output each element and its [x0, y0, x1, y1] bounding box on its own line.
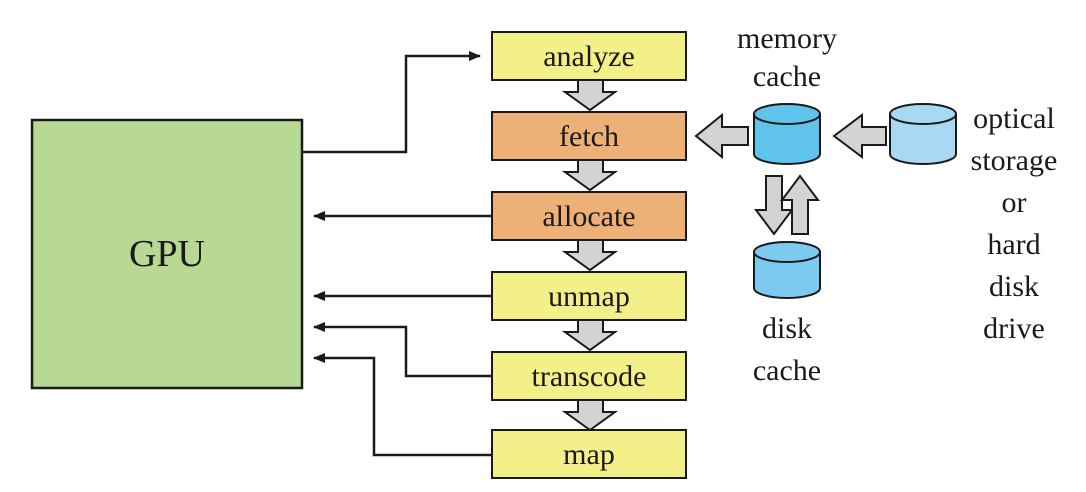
disk-cache-cylinder-icon	[753, 241, 821, 299]
stage-label: unmap	[548, 280, 630, 313]
left-arrow-to-fetch	[694, 112, 749, 160]
gpu-block: GPU	[30, 118, 304, 390]
svg-text:cache: cache	[753, 60, 821, 93]
gpu-box	[30, 118, 304, 390]
stage-label: map	[563, 438, 615, 471]
drive-label: optical storage or hard disk drive	[971, 102, 1058, 345]
connector-map-to-gpu	[313, 353, 492, 457]
svg-text:or: or	[1002, 186, 1027, 219]
stage-map: map	[491, 429, 687, 479]
stage-label: analyze	[543, 40, 635, 73]
up-arrow-disk-to-memory	[780, 174, 820, 235]
down-arrow-3	[561, 239, 619, 272]
svg-text:cache: cache	[753, 354, 821, 387]
memory-cache-cylinder-icon	[753, 103, 821, 165]
gpu-connectors	[302, 51, 492, 457]
svg-text:disk: disk	[989, 270, 1039, 303]
svg-text:storage: storage	[971, 144, 1058, 177]
down-arrow-1	[561, 79, 619, 112]
svg-text:drive: drive	[983, 312, 1045, 345]
down-arrow-4	[561, 319, 619, 352]
stage-label: fetch	[559, 120, 619, 153]
down-arrow-2	[561, 159, 619, 192]
drive-cylinder-icon	[889, 103, 957, 165]
svg-text:optical: optical	[973, 102, 1055, 135]
svg-text:disk: disk	[762, 312, 812, 345]
down-arrow-memory-to-disk	[754, 175, 794, 236]
stage-boxes: analyze fetch allocate unmap transcode m…	[491, 31, 687, 479]
stage-unmap: unmap	[491, 271, 687, 321]
svg-text:hard: hard	[987, 228, 1040, 261]
memory-cache-label: memory cache	[737, 22, 837, 93]
stage-analyze: analyze	[491, 31, 687, 81]
gpu-label: GPU	[129, 233, 205, 275]
stage-fetch: fetch	[491, 111, 687, 161]
connector-transcode-to-gpu	[313, 322, 492, 378]
svg-text:memory: memory	[737, 22, 837, 55]
stage-label: transcode	[532, 360, 647, 393]
disk-cache-label: disk cache	[753, 312, 821, 387]
storage-flow-arrows	[694, 112, 887, 236]
stage-flow-arrows	[561, 79, 619, 432]
stage-allocate: allocate	[491, 191, 687, 241]
left-arrow-to-memory-cache	[832, 113, 887, 159]
stage-transcode: transcode	[491, 351, 687, 401]
down-arrow-5	[561, 399, 619, 432]
connector-gpu-to-analyze	[302, 51, 481, 154]
stage-label: allocate	[542, 200, 635, 233]
